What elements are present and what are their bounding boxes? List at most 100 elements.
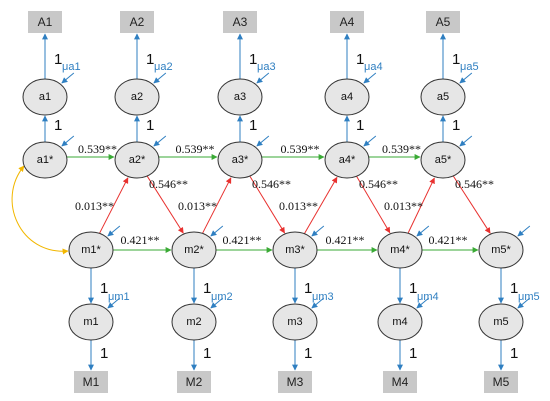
- mu-m5-label: μm5: [518, 291, 540, 303]
- observed-box-a1: [28, 11, 62, 33]
- labels-layer: A1M1a1a1*m1*m11111μa1μm1A2M2a2a2*m2*m211…: [37, 15, 540, 389]
- a-autoregressive-coef-2: 0.539**: [176, 142, 215, 156]
- observed-label-m4: M4: [392, 375, 409, 389]
- mu-a3-label: μa3: [257, 61, 276, 73]
- latent-a4-star-node: [324, 141, 370, 179]
- a-to-m-path-3: [356, 176, 391, 234]
- observed-box-a4: [330, 11, 364, 33]
- m2-star-residual-arrow: [210, 225, 224, 237]
- mu-m1-label: μm1: [108, 291, 130, 303]
- m3-indicator-loading: 1: [304, 345, 312, 362]
- a-to-m-coef-2: 0.546**: [252, 177, 291, 191]
- m-autoregressive-coef-1: 0.421**: [121, 233, 160, 247]
- a-to-m-coef-3: 0.546**: [359, 177, 398, 191]
- a2-indicator-loading: 1: [146, 51, 154, 68]
- latent-m2-label: m2: [186, 316, 201, 328]
- latent-m3-node: [272, 303, 318, 341]
- a-to-m-coef-4: 0.546**: [455, 177, 494, 191]
- latent-m3-star-node: [272, 231, 318, 269]
- latent-m4-star-node: [377, 231, 423, 269]
- a1-m1-covariance-curve: [11, 165, 69, 255]
- m-autoregressive-coef-2: 0.421**: [223, 233, 262, 247]
- latent-m4-star-label: m4*: [390, 244, 410, 256]
- latent-m5-star-node: [478, 231, 524, 269]
- m-to-a-path-1: [99, 177, 129, 234]
- observed-label-m5: M5: [493, 375, 510, 389]
- latent-m3-star-label: m3*: [285, 244, 305, 256]
- latent-m3-label: m3: [287, 316, 302, 328]
- mu-a4-label: μa4: [364, 61, 383, 73]
- m2-star-loading: 1: [203, 280, 211, 297]
- observed-label-a3: A3: [233, 15, 248, 29]
- a-autoregressive-coef-4: 0.539**: [382, 142, 421, 156]
- m4-star-residual-arrow: [416, 225, 430, 237]
- mu-m3-label: μm3: [312, 291, 334, 303]
- latent-a1-star-label: a1*: [37, 154, 54, 166]
- observed-label-a4: A4: [340, 15, 355, 29]
- latent-a2-star-node: [114, 141, 160, 179]
- a-autoregressive-coef-1: 0.539**: [78, 142, 117, 156]
- a1-indicator-loading: 1: [54, 51, 62, 68]
- a2-star-loading: 1: [146, 117, 154, 134]
- a4-indicator-loading: 1: [356, 51, 364, 68]
- m5-star-residual-arrow: [517, 225, 531, 237]
- a3-star-loading: 1: [249, 117, 257, 134]
- a5-indicator-loading: 1: [452, 51, 460, 68]
- latent-m5-star-label: m5*: [491, 244, 511, 256]
- mu-a1-label: μa1: [62, 61, 81, 73]
- latent-a3-star-label: a3*: [232, 154, 249, 166]
- nodes-layer: [22, 11, 524, 393]
- latent-a2-node: [114, 78, 160, 116]
- a-autoregressive-coef-3: 0.539**: [281, 142, 320, 156]
- m-to-a-path-3: [304, 176, 338, 234]
- m-to-a-coef-4: 0.013**: [384, 199, 423, 213]
- a4-residual-arrow: [363, 72, 377, 84]
- latent-m2-node: [171, 303, 217, 341]
- a5-residual-arrow: [459, 72, 473, 84]
- a1-residual-arrow: [61, 72, 75, 84]
- a2-residual-arrow: [153, 72, 167, 84]
- a3-residual-arrow: [256, 72, 270, 84]
- a3-star-residual-arrow: [256, 135, 270, 147]
- latent-a3-node: [217, 78, 263, 116]
- a5-star-residual-arrow: [459, 135, 473, 147]
- latent-a3-star-node: [217, 141, 263, 179]
- latent-a1-node: [22, 78, 68, 116]
- mu-m2-label: μm2: [211, 291, 233, 303]
- m5-indicator-loading: 1: [510, 345, 518, 362]
- m1-star-loading: 1: [100, 280, 108, 297]
- edges-layer: [11, 33, 531, 371]
- m-to-a-coef-2: 0.013**: [178, 199, 217, 213]
- observed-label-m1: M1: [83, 375, 100, 389]
- a4-star-loading: 1: [356, 117, 364, 134]
- observed-box-m4: [383, 371, 417, 393]
- latent-a1-label: a1: [39, 91, 51, 103]
- a-to-m-path-4: [452, 175, 491, 234]
- m-to-a-path-2: [202, 177, 232, 234]
- latent-m1-star-node: [68, 231, 114, 269]
- observed-box-m2: [177, 371, 211, 393]
- observed-label-a2: A2: [130, 15, 145, 29]
- m-to-a-coef-3: 0.013**: [279, 199, 318, 213]
- observed-label-m3: M3: [287, 375, 304, 389]
- observed-box-a3: [223, 11, 257, 33]
- m5-residual-arrow: [517, 297, 531, 309]
- m-autoregressive-coef-4: 0.421**: [429, 233, 468, 247]
- latent-m1-node: [68, 303, 114, 341]
- a1-star-residual-arrow: [61, 135, 75, 147]
- latent-a5-label: a5: [437, 91, 449, 103]
- latent-a3-label: a3: [234, 91, 246, 103]
- latent-m2-star-node: [171, 231, 217, 269]
- observed-box-m1: [74, 371, 108, 393]
- m1-residual-arrow: [107, 297, 121, 309]
- observed-label-a1: A1: [38, 15, 53, 29]
- latent-m5-label: m5: [493, 316, 508, 328]
- latent-a4-label: a4: [341, 91, 353, 103]
- m1-indicator-loading: 1: [100, 345, 108, 362]
- m5-star-loading: 1: [510, 280, 518, 297]
- a2-star-residual-arrow: [153, 135, 167, 147]
- latent-a1-star-node: [22, 141, 68, 179]
- a3-indicator-loading: 1: [249, 51, 257, 68]
- latent-a5-star-label: a5*: [435, 154, 452, 166]
